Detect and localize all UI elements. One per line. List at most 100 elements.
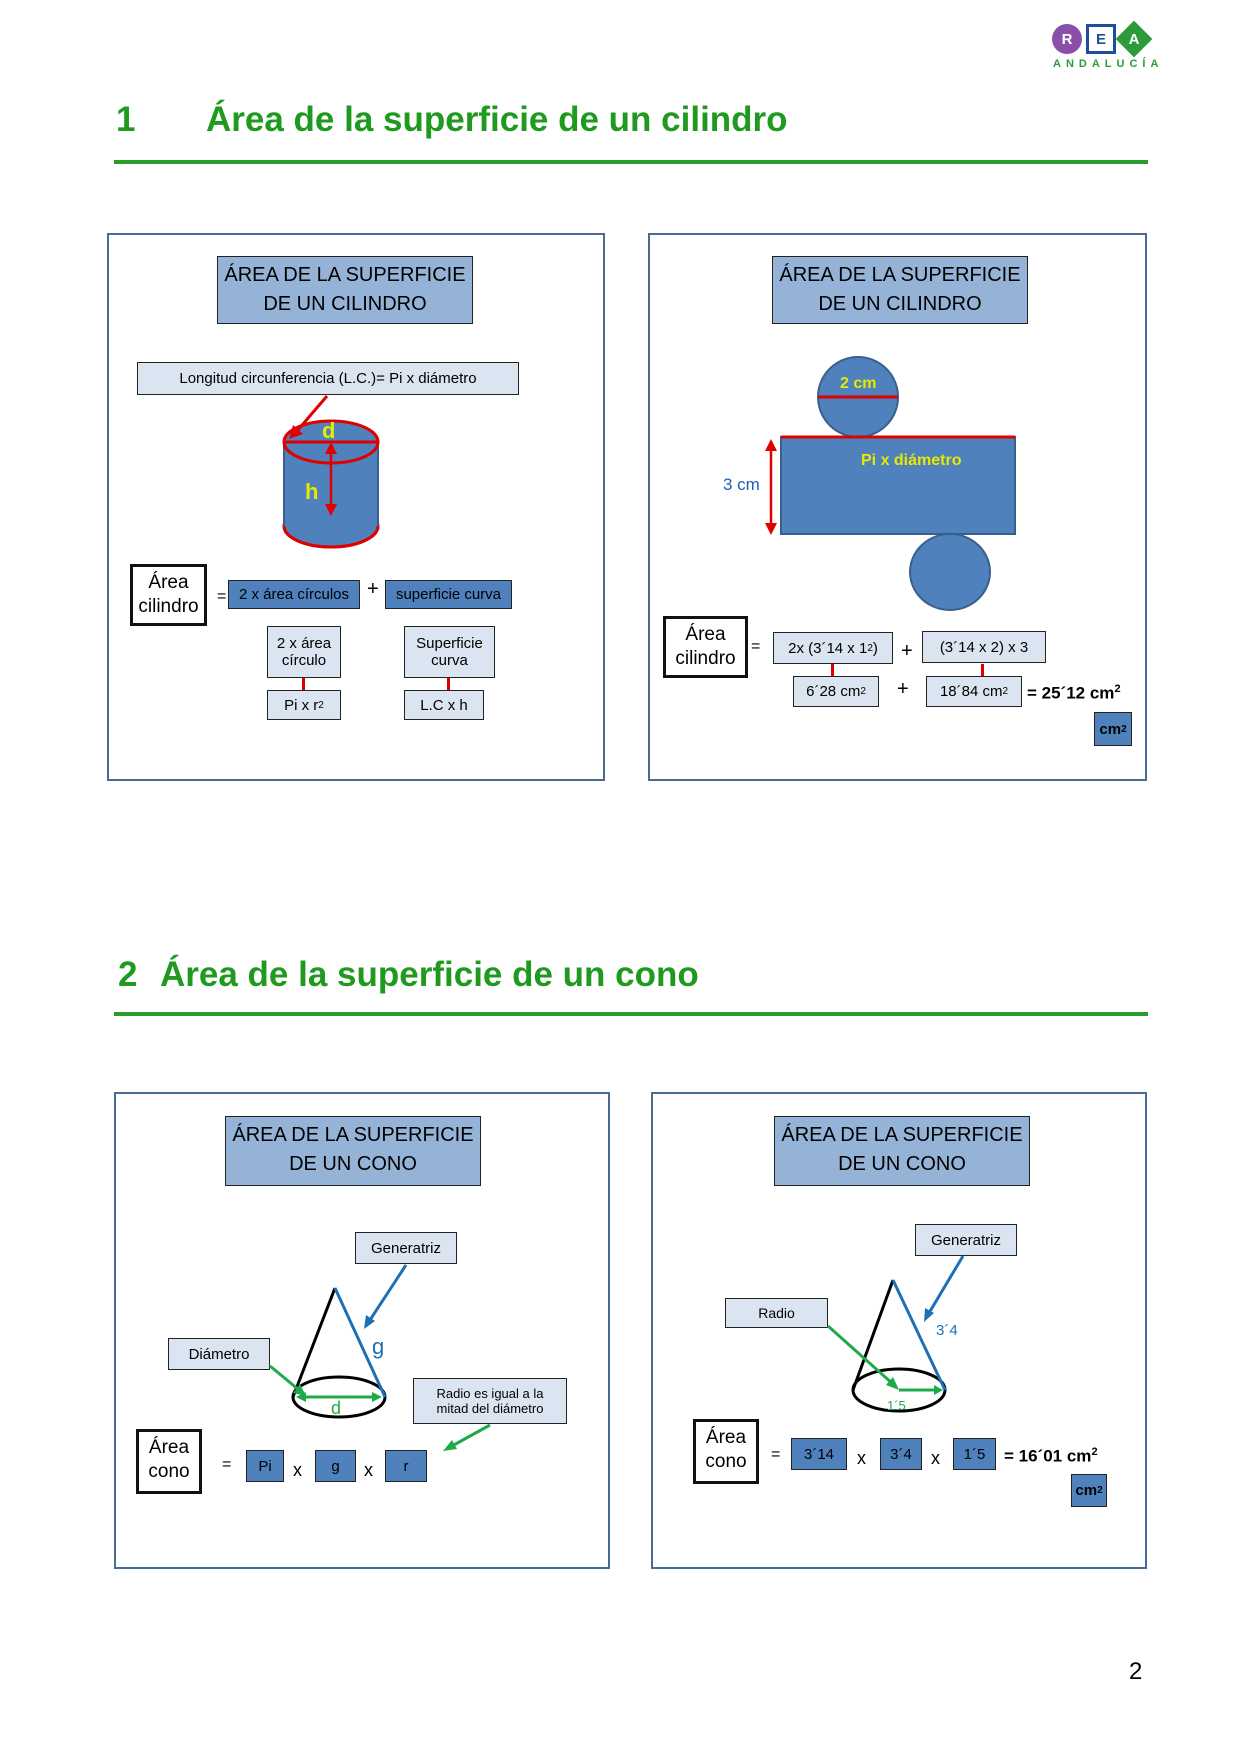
slide3-title-line1: ÁREA DE LA SUPERFICIE	[232, 1124, 474, 1146]
radio-note-line1: Radio es igual a la	[436, 1386, 544, 1401]
cone-drawing	[269, 1264, 491, 1451]
slide4-title-line1: ÁREA DE LA SUPERFICIE	[781, 1124, 1023, 1146]
area-cilindro-box: Área cilindro	[130, 564, 207, 626]
cone-g-label: g	[372, 1334, 385, 1359]
slide-cylinder-example: ÁREA DE LA SUPERFICIE DE UN CILINDRO 2 c…	[648, 233, 1147, 781]
slide-cone-formula: ÁREA DE LA SUPERFICIE DE UN CONO Generat…	[114, 1092, 610, 1569]
connector-right	[447, 678, 450, 690]
area-cil-line1: Área	[148, 572, 189, 593]
area-cono-line1: Área	[148, 1437, 190, 1458]
area-cono2-line2: cono	[705, 1451, 747, 1472]
logo-subtitle: ANDALUCÍA	[1053, 58, 1164, 70]
slide4-equals: =	[771, 1446, 781, 1463]
page-number: 2	[1129, 1658, 1143, 1685]
curve2-line2: curva	[431, 652, 468, 669]
cyl-d-label: d	[322, 418, 336, 443]
slide3-title-line2: DE UN CONO	[289, 1153, 417, 1175]
pi-box: Pi	[246, 1450, 284, 1482]
res1-text: 6´28 cm	[806, 683, 861, 700]
slide-cylinder-formula: ÁREA DE LA SUPERFICIE DE UN CILINDRO Lon…	[107, 233, 605, 781]
height-label: 3 cm	[723, 475, 760, 494]
cone-total: = 16´01 cm2	[1004, 1446, 1098, 1466]
unit1-text: cm	[1099, 720, 1122, 738]
v1-box: 3´14	[791, 1438, 847, 1470]
circle2-line1: 2 x área	[276, 635, 332, 652]
generatriz-label-2: Generatriz	[915, 1224, 1017, 1256]
g-box: g	[315, 1450, 356, 1482]
lc-label: Longitud circunferencia (L.C.)= Pi x diá…	[137, 362, 519, 395]
res2-text: 18´84 cm	[939, 683, 1003, 700]
logo-a: A	[1128, 30, 1140, 48]
area-cono-box-2: Área cono	[693, 1419, 759, 1484]
section2-rule	[114, 1012, 1148, 1016]
radio-label: Radio	[725, 1298, 828, 1328]
slide2-plus1: +	[901, 640, 913, 662]
diametro-label: Diámetro	[168, 1338, 270, 1370]
section1-title: Área de la superficie de un cilindro	[206, 100, 788, 139]
slide2-title: ÁREA DE LA SUPERFICIE DE UN CILINDRO	[772, 256, 1028, 324]
section2-number: 2	[118, 955, 138, 994]
connector2-left	[831, 664, 834, 676]
area-cil2-line1: Área	[685, 624, 726, 645]
circles-box: 2 x área círculos	[228, 580, 360, 609]
slide4-title: ÁREA DE LA SUPERFICIE DE UN CONO	[774, 1116, 1030, 1186]
r-box: r	[385, 1450, 427, 1482]
unit2-text: cm	[1075, 1482, 1098, 1499]
slide-cone-example: ÁREA DE LA SUPERFICIE DE UN CONO Generat…	[651, 1092, 1147, 1569]
cyl-h-label: h	[305, 479, 319, 504]
slide1-plus: +	[367, 578, 379, 600]
expr2-box: (3´14 x 2) x 3	[922, 631, 1046, 663]
pi-r-text: Pi x r	[284, 696, 319, 714]
slide2-title-line1: ÁREA DE LA SUPERFICIE	[779, 264, 1021, 286]
cylinder-net	[765, 356, 1016, 611]
cylinder-drawing	[282, 395, 380, 549]
cone-g-value: 3´4	[936, 1322, 958, 1339]
diam-label: 2 cm	[840, 375, 877, 392]
slide4-title-line2: DE UN CONO	[838, 1153, 966, 1175]
logo-r: R	[1052, 24, 1082, 54]
curve-box: superficie curva	[385, 580, 512, 609]
area-cilindro-box-2: Área cilindro	[663, 616, 748, 678]
cyl-total-text: = 25´12 cm	[1027, 683, 1115, 703]
curve2-box: Superficie curva	[404, 626, 495, 678]
expr1-text: 2x (3´14 x 1	[788, 639, 868, 657]
lc-h-box: L.C x h	[404, 690, 484, 720]
slide3-x2: x	[364, 1460, 373, 1480]
slide3-title: ÁREA DE LA SUPERFICIE DE UN CONO	[225, 1116, 481, 1186]
connector2-right	[981, 664, 984, 676]
section1-rule	[114, 160, 1148, 164]
area-cono-line2: cono	[148, 1461, 190, 1482]
section1-number: 1	[116, 100, 136, 139]
slide4-x2: x	[931, 1448, 940, 1468]
cone-drawing-2	[827, 1255, 965, 1413]
slide1-title-line1: ÁREA DE LA SUPERFICIE	[224, 264, 466, 286]
area-cil-line2: cilindro	[138, 596, 199, 617]
section2-title: Área de la superficie de un cono	[160, 955, 699, 994]
slide1-equals: =	[217, 588, 227, 605]
v2-box: 3´4	[880, 1438, 922, 1470]
cyl-total: = 25´12 cm2	[1027, 683, 1121, 703]
connector-left	[302, 678, 305, 690]
area-cono2-line1: Área	[705, 1427, 747, 1448]
logo-e: E	[1086, 24, 1116, 54]
slide3-x1: x	[293, 1460, 302, 1480]
slide1-title: ÁREA DE LA SUPERFICIE DE UN CILINDRO	[217, 256, 473, 324]
pi-diam-label: Pi x diámetro	[861, 452, 962, 469]
circle2-line2: círculo	[281, 652, 327, 669]
radio-note: Radio es igual a la mitad del diámetro	[413, 1378, 567, 1424]
cone-total-text: = 16´01 cm	[1004, 1446, 1092, 1466]
v3-box: 1´5	[953, 1438, 996, 1470]
curve2-line1: Superficie	[416, 635, 483, 652]
slide2-plus2: +	[897, 678, 909, 700]
cone-d-label: d	[331, 1398, 342, 1418]
circle2-box: 2 x área círculo	[267, 626, 341, 678]
slide4-x1: x	[857, 1448, 866, 1468]
area-cono-box: Área cono	[136, 1429, 202, 1494]
area-cil2-line2: cilindro	[675, 648, 736, 669]
